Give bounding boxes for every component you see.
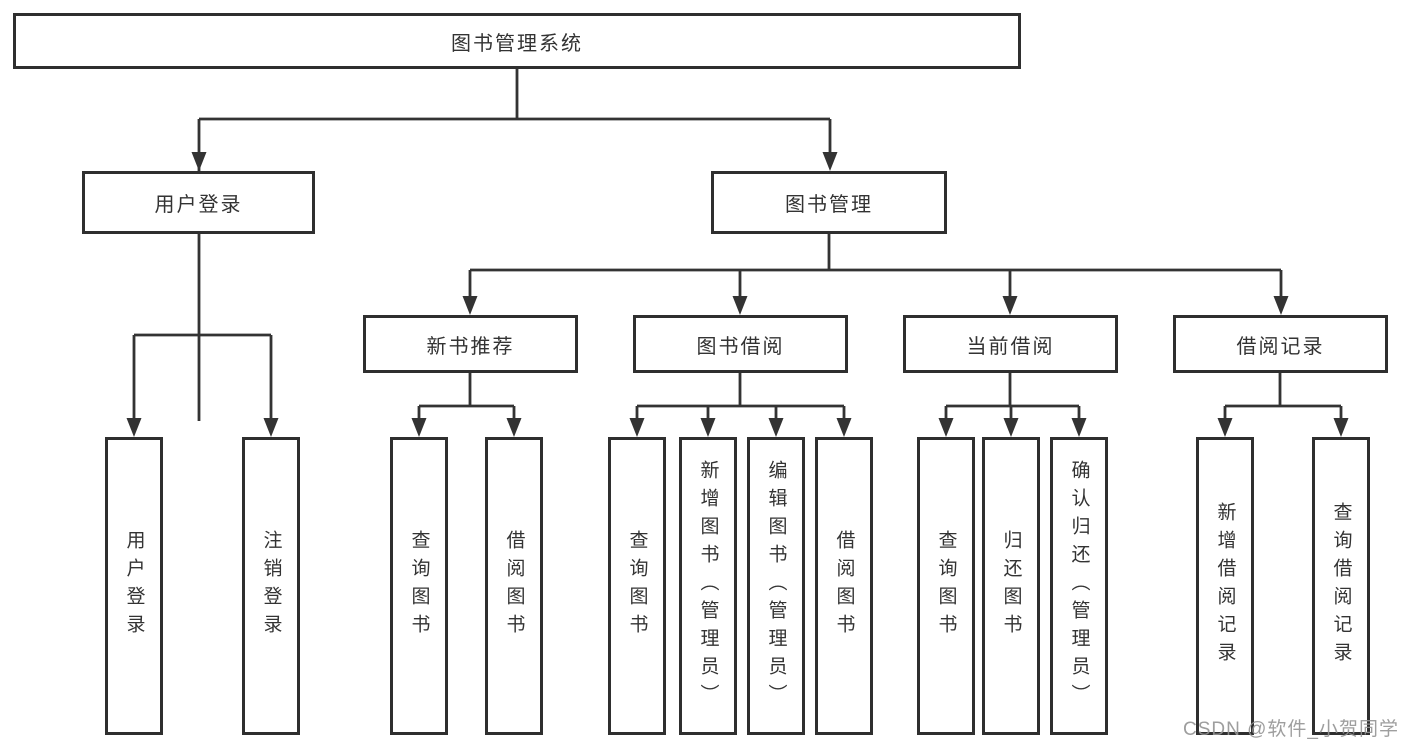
leaf-query-borrow-record: 查询借阅记录 (1312, 437, 1370, 735)
leaf-return-books-label: 归还图书 (1000, 530, 1022, 642)
leaf-query-books-3: 查询图书 (917, 437, 975, 735)
leaf-borrow-books-2-label: 借阅图书 (833, 530, 855, 642)
leaf-query-borrow-record-label: 查询借阅记录 (1330, 502, 1352, 670)
node-book-management: 图书管理 (711, 171, 947, 234)
leaf-edit-books-admin-label: 编辑图书（管理员） (765, 460, 787, 712)
node-book-borrow: 图书借阅 (633, 315, 848, 373)
node-borrow-records: 借阅记录 (1173, 315, 1388, 373)
connector-paths (132, 68, 1343, 422)
node-book-borrow-label: 图书借阅 (696, 335, 785, 358)
node-root: 图书管理系统 (13, 13, 1021, 69)
csdn-watermark: CSDN @软件_小贺同学 (1183, 719, 1399, 740)
leaf-borrow-books-1: 借阅图书 (485, 437, 543, 735)
node-current-borrow-label: 当前借阅 (966, 335, 1055, 358)
leaf-confirm-return-admin: 确认归还（管理员） (1050, 437, 1108, 735)
leaf-query-books-2-label: 查询图书 (626, 530, 648, 642)
leaf-add-books-admin-label: 新增图书（管理员） (697, 460, 719, 712)
node-current-borrow: 当前借阅 (903, 315, 1118, 373)
node-user-login-label: 用户登录 (154, 194, 243, 216)
node-book-management-label: 图书管理 (785, 194, 873, 216)
node-new-book-recommend: 新书推荐 (363, 315, 578, 373)
node-user-login: 用户登录 (82, 171, 315, 234)
leaf-logout-label: 注销登录 (260, 530, 282, 642)
leaf-add-borrow-record: 新增借阅记录 (1196, 437, 1254, 735)
leaf-add-books-admin: 新增图书（管理员） (679, 437, 737, 735)
node-borrow-records-label: 借阅记录 (1236, 335, 1325, 358)
leaf-query-books-1-label: 查询图书 (408, 530, 430, 642)
leaf-borrow-books-1-label: 借阅图书 (503, 530, 525, 642)
leaf-return-books: 归还图书 (982, 437, 1040, 735)
leaf-edit-books-admin: 编辑图书（管理员） (747, 437, 805, 735)
leaf-borrow-books-2: 借阅图书 (815, 437, 873, 735)
node-new-book-recommend-label: 新书推荐 (426, 335, 515, 358)
node-root-label: 图书管理系统 (451, 32, 583, 55)
leaf-confirm-return-admin-label: 确认归还（管理员） (1068, 460, 1090, 712)
leaf-query-books-2: 查询图书 (608, 437, 666, 735)
leaf-user-login: 用户登录 (105, 437, 163, 735)
leaf-query-books-3-label: 查询图书 (935, 530, 957, 642)
leaf-add-borrow-record-label: 新增借阅记录 (1214, 502, 1236, 670)
leaf-user-login-label: 用户登录 (123, 530, 145, 642)
leaf-logout: 注销登录 (242, 437, 300, 735)
leaf-query-books-1: 查询图书 (390, 437, 448, 735)
